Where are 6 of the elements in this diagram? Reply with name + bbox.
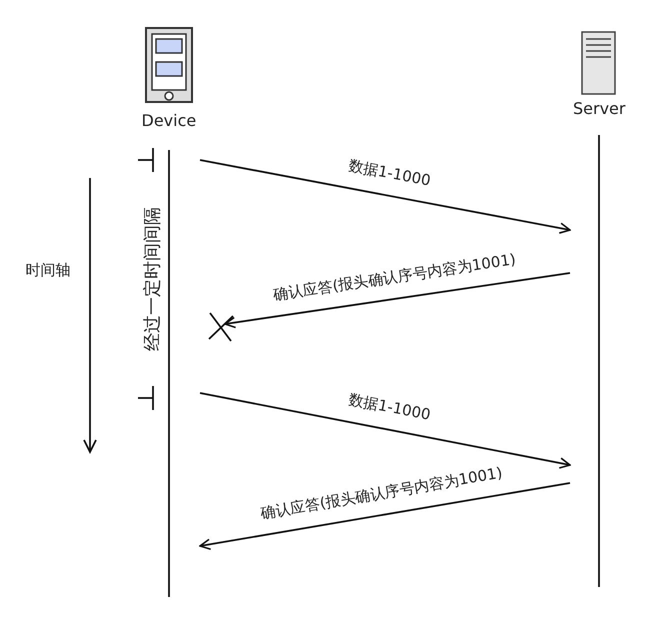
message-arrow [224,272,570,328]
message-arrow [199,482,570,550]
axis-label: 时间轴 [24,261,72,279]
interval-label: 经过一定时间间隔 [144,205,162,353]
message-arrow [200,392,571,469]
message-arrow [200,159,571,234]
